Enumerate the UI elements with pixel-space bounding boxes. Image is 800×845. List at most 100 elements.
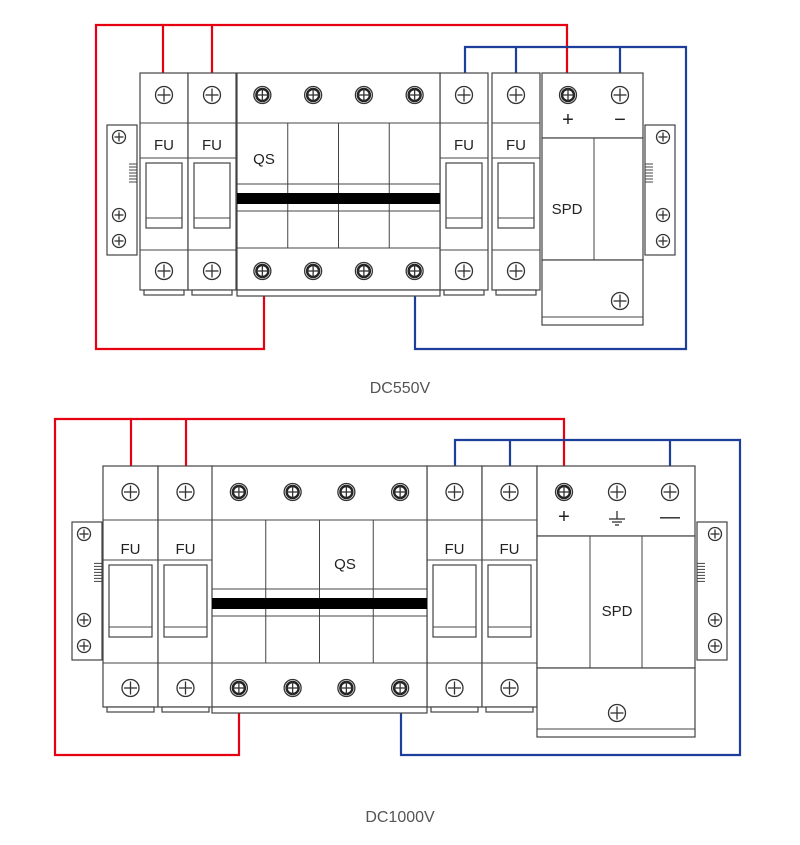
screw-terminal-icon[interactable] xyxy=(607,703,627,723)
din-rail-clip-icon xyxy=(106,124,138,256)
screw-terminal-icon[interactable] xyxy=(500,482,519,502)
screw-terminal-icon[interactable] xyxy=(660,482,680,502)
screw-terminal-icon[interactable] xyxy=(500,678,519,698)
screw-terminal-icon[interactable] xyxy=(655,207,671,223)
screw-terminal-icon[interactable] xyxy=(390,678,410,698)
fuse-window xyxy=(193,162,231,229)
screw-terminal-icon[interactable] xyxy=(445,678,464,698)
fuse-window xyxy=(497,162,535,229)
screw-terminal-icon[interactable] xyxy=(229,482,249,502)
breaker-foot xyxy=(211,706,428,714)
fuse-window xyxy=(432,564,477,638)
spd-label: SPD xyxy=(602,603,633,620)
screw-terminal-icon[interactable] xyxy=(111,233,127,249)
screw-terminal-icon[interactable] xyxy=(154,85,174,105)
breaker-qs[interactable]: QS xyxy=(236,72,441,297)
fuse-window xyxy=(163,564,208,638)
positive-wire xyxy=(53,417,241,757)
negative-wire xyxy=(413,45,688,351)
screw-terminal-icon[interactable] xyxy=(253,85,272,105)
diagram-caption: DC1000V xyxy=(365,809,435,826)
screw-terminal-icon[interactable] xyxy=(390,482,410,502)
spd-module xyxy=(536,535,696,669)
screw-terminal-icon[interactable] xyxy=(405,85,424,105)
screw-terminal-icon[interactable] xyxy=(111,129,127,145)
screw-terminal-icon[interactable] xyxy=(707,612,723,628)
breaker-qs[interactable]: QS xyxy=(211,465,428,714)
fuse-label: FU xyxy=(506,137,526,154)
breaker-label: QS xyxy=(334,556,356,573)
screw-terminal-icon[interactable] xyxy=(176,482,195,502)
screw-terminal-icon[interactable] xyxy=(202,85,222,105)
screw-terminal-icon[interactable] xyxy=(253,261,272,281)
fuse-label: FU xyxy=(500,541,520,558)
fuse-holder[interactable]: FU xyxy=(439,72,489,296)
screw-terminal-icon[interactable] xyxy=(337,678,356,698)
fuse-holder[interactable]: FU xyxy=(187,72,237,296)
screw-terminal-icon[interactable] xyxy=(610,291,630,311)
screw-terminal-icon[interactable] xyxy=(445,482,464,502)
screw-terminal-icon[interactable] xyxy=(610,85,630,105)
surge-protector-spd[interactable]: +−SPD xyxy=(541,72,644,326)
screw-terminal-icon[interactable] xyxy=(506,85,526,105)
breaker-label: QS xyxy=(253,151,275,168)
screw-terminal-icon[interactable] xyxy=(655,233,671,249)
fuse-window xyxy=(145,162,183,229)
fuse-foot xyxy=(485,706,534,713)
fuse-holder[interactable]: FU xyxy=(139,72,189,296)
fuse-label: FU xyxy=(202,137,222,154)
screw-terminal-icon[interactable] xyxy=(283,482,302,502)
screw-terminal-icon[interactable] xyxy=(354,85,374,105)
screw-terminal-icon[interactable] xyxy=(655,129,671,145)
screw-terminal-icon[interactable] xyxy=(607,482,627,502)
fuse-holder[interactable]: FU xyxy=(157,465,214,713)
screw-terminal-icon[interactable] xyxy=(121,482,140,502)
screw-terminal-icon[interactable] xyxy=(303,85,323,105)
plus-symbol: + xyxy=(558,506,570,528)
screw-terminal-icon[interactable] xyxy=(558,85,578,105)
screw-terminal-icon[interactable] xyxy=(121,678,140,698)
screw-terminal-icon[interactable] xyxy=(303,261,323,281)
screw-terminal-icon[interactable] xyxy=(506,261,526,281)
clip-body xyxy=(644,124,676,256)
surge-protector-spd[interactable]: + — SPD xyxy=(536,465,696,738)
screw-terminal-icon[interactable] xyxy=(76,526,92,542)
diagram-caption: DC550V xyxy=(370,380,431,397)
screw-terminal-icon[interactable] xyxy=(76,638,92,654)
fuse-foot xyxy=(430,706,479,713)
ground-icon xyxy=(609,511,625,526)
screw-terminal-icon[interactable] xyxy=(454,85,474,105)
screw-terminal-icon[interactable] xyxy=(154,261,174,281)
fuse-label: FU xyxy=(121,541,141,558)
fuse-holder[interactable]: FU xyxy=(102,465,159,713)
fuse-window xyxy=(445,162,483,229)
spd-label: SPD xyxy=(552,201,583,218)
fuse-holder[interactable]: FU xyxy=(481,465,538,713)
screw-terminal-icon[interactable] xyxy=(111,207,127,223)
screw-terminal-icon[interactable] xyxy=(354,261,374,281)
screw-terminal-icon[interactable] xyxy=(454,261,474,281)
fuse-window xyxy=(108,564,153,638)
fuse-label: FU xyxy=(176,541,196,558)
screw-terminal-icon[interactable] xyxy=(229,678,249,698)
breaker-foot xyxy=(236,289,441,297)
screw-terminal-icon[interactable] xyxy=(337,482,356,502)
fuse-holder[interactable]: FU xyxy=(491,72,541,296)
screw-terminal-icon[interactable] xyxy=(202,261,222,281)
positive-wire xyxy=(161,23,569,88)
minus-symbol: — xyxy=(660,506,680,528)
screw-terminal-icon[interactable] xyxy=(283,678,302,698)
screw-terminal-icon[interactable] xyxy=(76,612,92,628)
screw-terminal-icon[interactable] xyxy=(707,638,723,654)
breaker-handle-bar[interactable] xyxy=(212,598,427,609)
fuse-foot xyxy=(161,706,210,713)
fuse-holder[interactable]: FU xyxy=(426,465,483,713)
breaker-handle-bar[interactable] xyxy=(237,193,440,204)
screw-terminal-icon[interactable] xyxy=(405,261,424,281)
clip-body xyxy=(71,521,103,661)
spd-base xyxy=(541,259,644,326)
screw-terminal-icon[interactable] xyxy=(707,526,723,542)
screw-terminal-icon[interactable] xyxy=(176,678,195,698)
screw-terminal-icon[interactable] xyxy=(554,482,574,502)
